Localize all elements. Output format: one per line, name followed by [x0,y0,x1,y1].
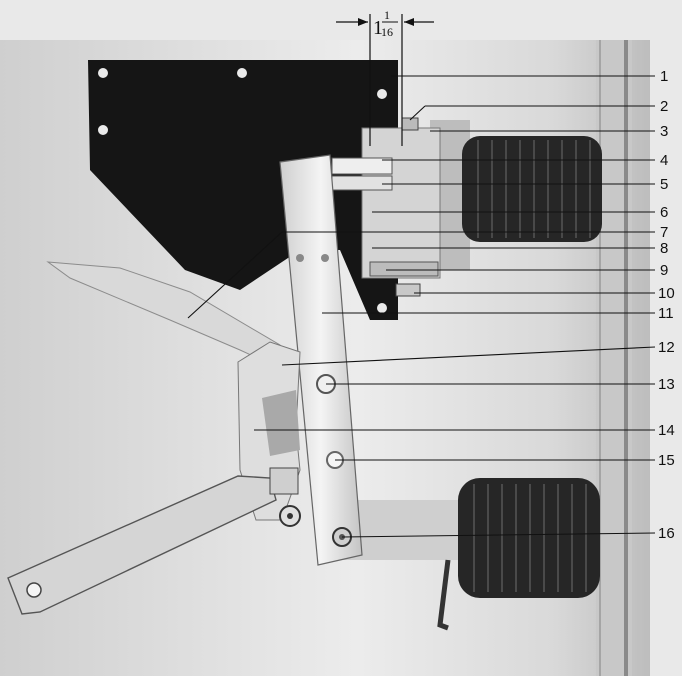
upper-coil-ribs [477,140,591,238]
callout-2: 2 [660,98,668,115]
mounting-hole [377,89,387,99]
callout-5: 5 [660,176,668,193]
link-arm [7,475,277,615]
relay-contact [331,175,393,191]
gap-dimension: 1 1 16 [336,8,434,146]
dimension-denominator: 16 [381,25,393,39]
dimension-numerator: 1 [384,8,390,22]
lower-coil [458,478,600,598]
leader-2 [409,105,426,121]
relay-base [369,261,439,277]
callout-7: 7 [660,224,668,241]
callout-11: 11 [658,305,674,322]
lower-coil-ribs [473,484,587,592]
lower-coil-lead [437,559,451,631]
lever-hole [321,254,329,262]
lever-hole [296,254,304,262]
relay-housing [361,127,441,279]
leader-lines [187,75,656,538]
mounting-hole [377,303,387,313]
callout-16: 16 [658,525,675,542]
leader-7 [187,231,283,319]
callout-15: 15 [658,452,675,469]
leader-12 [281,346,656,366]
callout-4: 4 [660,152,668,169]
mounting-hole [98,125,108,135]
leader-16 [341,532,656,538]
relay-contact [331,157,393,175]
callout-10: 10 [658,285,675,302]
link-arm-hole [26,582,42,598]
mounting-hole [98,68,108,78]
callout-6: 6 [660,204,668,221]
callout-8: 8 [660,240,668,257]
latch-cam [262,390,300,456]
callout-3: 3 [660,123,668,140]
callout-1: 1 [660,68,668,85]
callout-12: 12 [658,339,675,356]
callout-14: 14 [658,422,675,439]
dimension-whole: 1 [373,17,383,39]
mounting-plate [88,60,398,320]
callout-13: 13 [658,376,675,393]
upper-coil [462,136,602,242]
callout-9: 9 [660,262,668,279]
link-pivot-center [287,513,293,519]
link-block [269,467,299,495]
mounting-hole [237,68,247,78]
relay-terminal [395,283,421,297]
